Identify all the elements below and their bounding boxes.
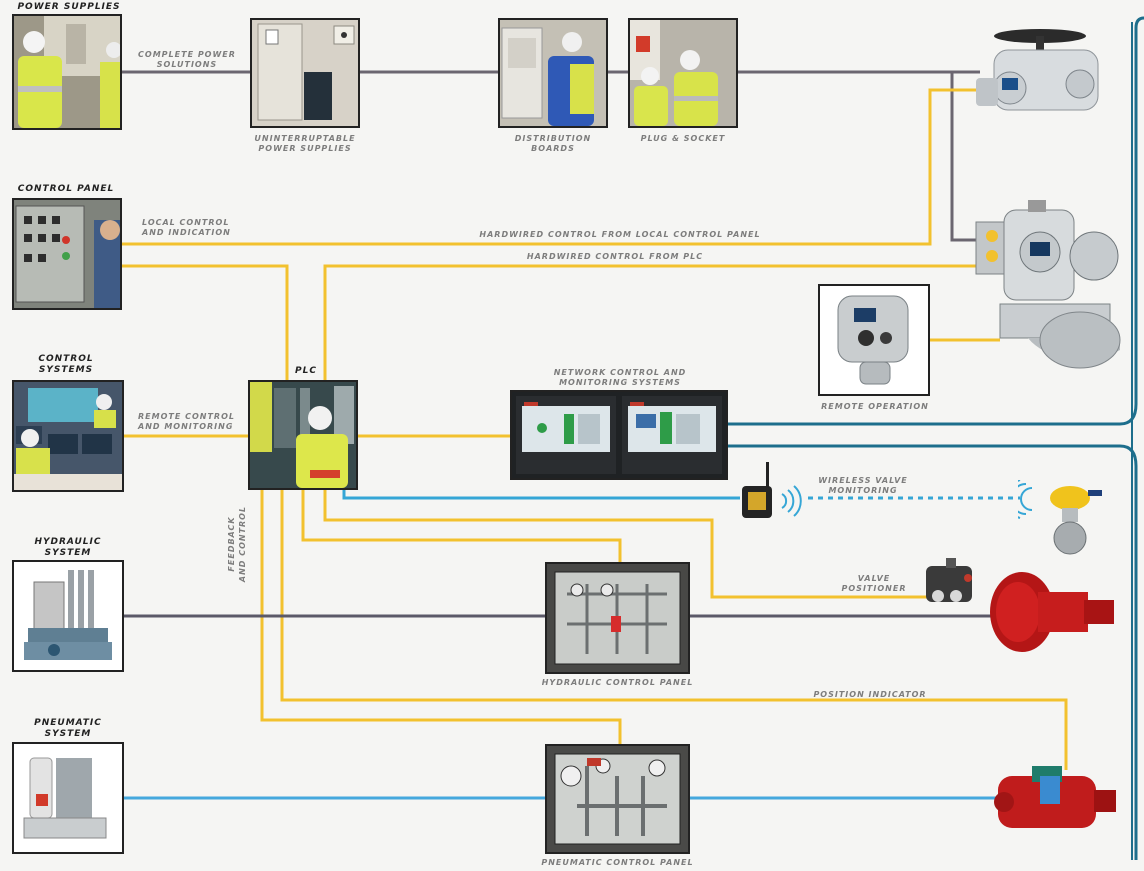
electric-actuator-middle xyxy=(970,200,1130,372)
remote-operation-photo xyxy=(818,284,930,396)
hardwired-local-line xyxy=(122,88,980,246)
position-indicator-label: POSITION INDICATOR xyxy=(813,690,927,699)
control-panel-photo xyxy=(12,198,122,310)
position-indicator-line xyxy=(280,490,1068,770)
hydraulic-system-photo xyxy=(12,560,124,672)
distribution-label: DISTRIBUTION BOARDS xyxy=(514,134,592,153)
network-label: NETWORK CONTROL AND MONITORING SYSTEMS xyxy=(553,368,687,387)
hydraulic-system-heading: HYDRAULIC SYSTEM xyxy=(34,537,102,558)
valve-positioner-device xyxy=(920,556,980,612)
power-branch-line xyxy=(950,72,980,242)
plc-pneumatic-line xyxy=(260,490,622,744)
pneumatic-system-photo xyxy=(12,742,124,854)
feedback-control-label: FEEDBACK AND CONTROL xyxy=(227,505,247,583)
network-monitors xyxy=(510,390,728,480)
hydraulic-panel-photo xyxy=(545,562,690,674)
plug-socket-photo xyxy=(628,18,738,128)
pneumatic-system-heading: PNEUMATIC SYSTEM xyxy=(34,718,102,739)
remote-operation-label: REMOTE OPERATION xyxy=(821,402,929,411)
hardwired-plc-line xyxy=(323,264,980,382)
wireless-transmitter xyxy=(736,456,808,528)
panel-to-plc-line xyxy=(122,264,289,382)
power-supplies-heading: POWER SUPPLIES xyxy=(17,2,121,12)
plc-wireless-line xyxy=(342,490,740,500)
red-actuator-hydraulic xyxy=(988,566,1120,658)
hardwired-plc-label: HARDWIRED CONTROL FROM PLC xyxy=(526,252,704,261)
complete-power-label: COMPLETE POWER SOLUTIONS xyxy=(138,50,236,69)
plc-hydraulic-line xyxy=(301,490,622,562)
pneumatic-panel-photo xyxy=(545,744,690,854)
control-panel-heading: CONTROL PANEL xyxy=(17,184,115,194)
wireless-label: WIRELESS VALVE MONITORING xyxy=(818,476,908,495)
ups-label: UNINTERRUPTABLE POWER SUPPLIES xyxy=(254,134,356,153)
network-line xyxy=(728,16,1144,426)
pneumatic-panel-label: PNEUMATIC CONTROL PANEL xyxy=(541,858,694,867)
plug-socket-label: PLUG & SOCKET xyxy=(640,134,726,143)
hydraulic-panel-label: HYDRAULIC CONTROL PANEL xyxy=(541,678,694,687)
plc-positioner-line xyxy=(323,490,930,599)
local-control-label: LOCAL CONTROL AND INDICATION xyxy=(142,218,231,237)
plc-photo xyxy=(248,380,358,490)
power-supplies-photo xyxy=(12,14,122,130)
control-systems-heading: CONTROL SYSTEMS xyxy=(38,354,94,375)
hardwired-local-label: HARDWIRED CONTROL FROM LOCAL CONTROL PAN… xyxy=(479,230,761,239)
distribution-boards-photo xyxy=(498,18,608,128)
red-actuator-pneumatic xyxy=(990,762,1120,842)
wireless-valve xyxy=(1005,479,1108,560)
remote-control-label: REMOTE CONTROL AND MONITORING xyxy=(138,412,235,431)
electric-actuator-top xyxy=(968,26,1118,122)
plc-heading: PLC xyxy=(295,366,317,376)
control-systems-photo xyxy=(12,380,124,492)
valve-positioner-label: VALVE POSITIONER xyxy=(841,574,907,593)
ups-photo xyxy=(250,18,360,128)
